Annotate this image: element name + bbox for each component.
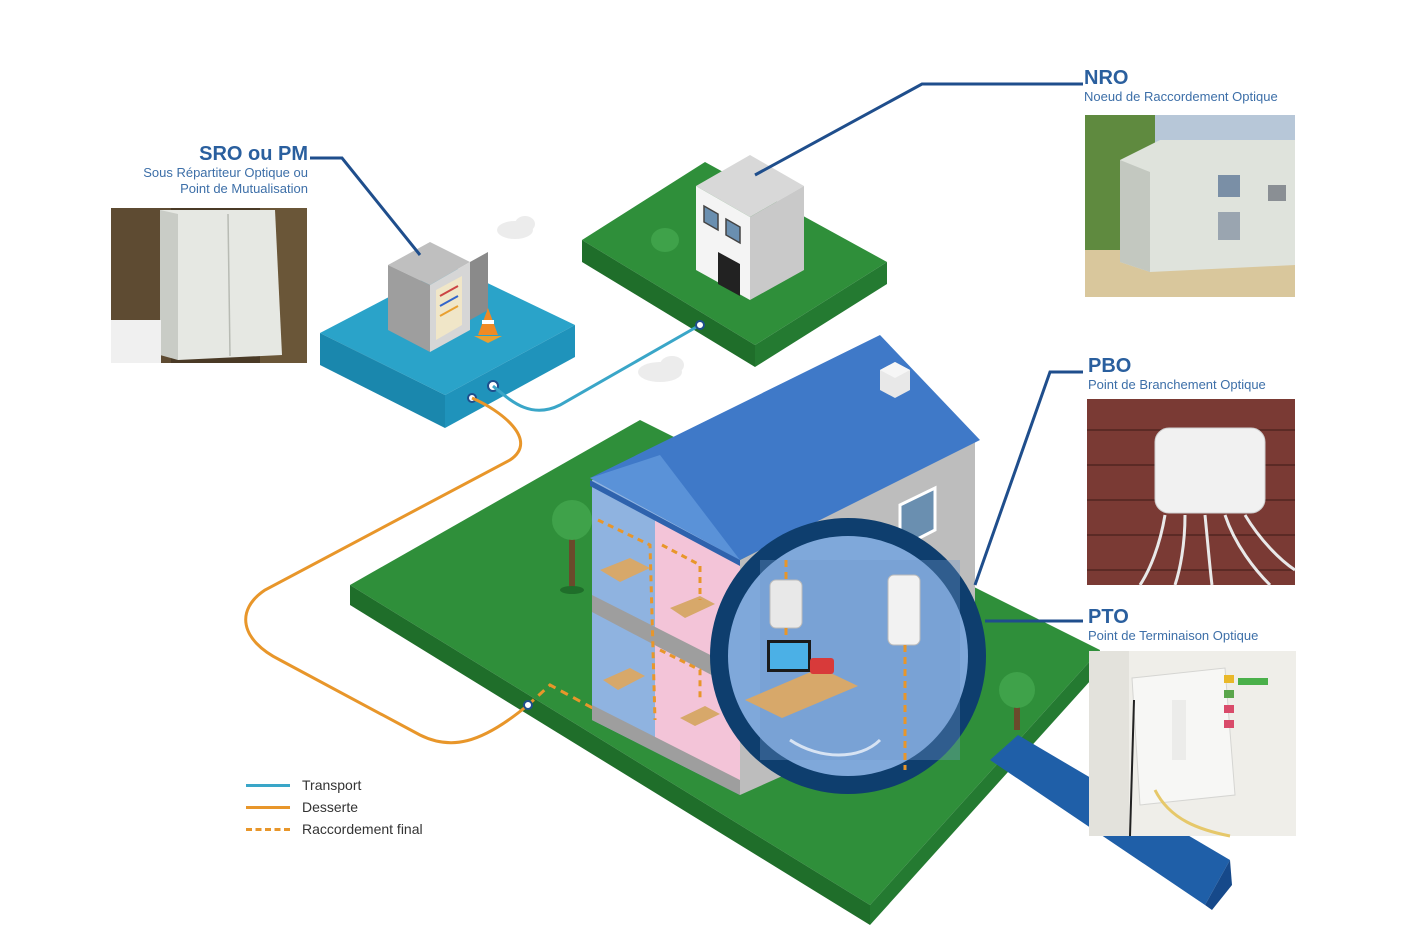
pto-title: PTO [1088,606,1129,628]
legend-item-transport: Transport [246,774,423,796]
sro-subtitle-line1: Sous Répartiteur Optique ou [143,165,308,180]
nro-photo [1085,115,1295,297]
nro-subtitle: Noeud de Raccordement Optique [1084,89,1278,104]
pbo-title: PBO [1088,355,1132,377]
nro-leader [754,82,1083,177]
pbo-subtitle: Point de Branchement Optique [1088,377,1266,392]
cloud-icon [497,216,684,382]
connector-icon [523,700,533,710]
legend-item-final-connection: Raccordement final [246,818,423,840]
bush-icon [651,228,679,252]
pbo-leader [973,370,1083,586]
cables [244,323,701,745]
nro-platform [582,155,887,367]
legend-label: Raccordement final [302,821,423,837]
traffic-cone-icon [474,308,502,343]
pto-label: PTO Point de Terminaison Optique [1088,606,1258,644]
sro-label: SRO ou PM Sous Répartiteur Optique ou Po… [100,143,308,197]
leader-lines [310,82,1083,623]
legend-item-desserte: Desserte [246,796,423,818]
nro-label: NRO Noeud de Raccordement Optique [1084,67,1278,105]
sro-photo [111,208,307,363]
legend-label: Desserte [302,799,359,815]
pbo-label: PBO Point de Branchement Optique [1088,355,1266,393]
sro-subtitle-line2: Point de Mutualisation [180,181,308,196]
legend-swatch [246,783,290,787]
building-icon [696,155,804,300]
final-connection-cable [526,683,601,714]
connector-icon [695,320,705,330]
legend-label: Transport [302,777,362,793]
tree-icon [552,500,592,594]
legend-swatch [246,827,290,831]
legend: Transport Desserte Raccordement final [246,774,423,840]
tree-icon [999,672,1035,730]
pto-photo [1089,651,1296,838]
pto-subtitle: Point de Terminaison Optique [1088,628,1259,643]
sro-title: SRO ou PM [199,143,308,165]
legend-swatch [246,805,290,809]
nro-title: NRO [1084,67,1129,89]
pbo-photo [1087,399,1296,587]
sro-leader [310,156,422,256]
transport-cable [492,323,701,412]
sro-platform [320,242,575,428]
cabinet-icon [388,242,488,352]
desserte-cable [244,396,529,745]
